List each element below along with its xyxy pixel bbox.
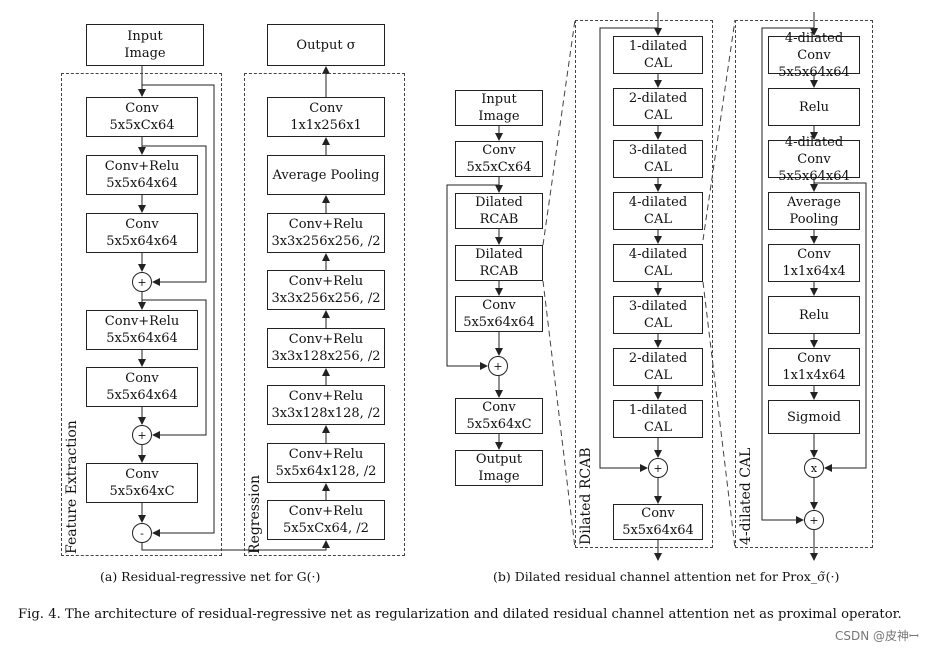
skip-cal-attention: [814, 182, 867, 472]
cal-block-2: Relu: [768, 88, 860, 126]
sum-node-2: +: [132, 425, 152, 445]
regression-label: Regression: [247, 474, 263, 554]
zoom-line-4: [702, 281, 736, 549]
cal-block-8: Sigmoid: [768, 400, 860, 434]
sum-node-1: +: [132, 272, 152, 292]
cal-multiply-node: x: [804, 458, 824, 478]
zoom-line-2: [542, 280, 576, 549]
skip-b: [446, 184, 499, 370]
zoom-line-3: [702, 19, 736, 241]
caption-a: (a) Residual-regressive net for G(·): [100, 569, 321, 584]
skip-global: [142, 84, 215, 537]
feature-extraction-label: Feature Extraction: [64, 420, 80, 554]
arrow-to-regression: [141, 540, 330, 551]
dilated-cal-group: [735, 20, 873, 548]
reg-block-2: Average Pooling: [267, 155, 385, 195]
caption-b: (b) Dilated residual channel attention n…: [493, 569, 840, 584]
dilated-rcab-group: [575, 20, 713, 548]
output-sigma-box: Output σ: [267, 24, 385, 66]
cal-sum-node: +: [804, 510, 824, 530]
zoom-line-1: [542, 19, 576, 246]
rcab-sum-node: +: [648, 458, 668, 478]
regression-group: [244, 73, 405, 556]
feature-extraction-group: [61, 73, 222, 556]
subtract-node: -: [132, 523, 152, 543]
watermark-text: CSDN @皮神ꟷ: [835, 629, 919, 643]
skip-fe-1: [142, 145, 207, 286]
dilated-rcab-label: Dilated RCAB: [578, 447, 594, 545]
skip-fe-2: [142, 299, 207, 439]
b-sum-node: +: [488, 356, 508, 376]
skip-rcab: [599, 27, 658, 472]
skip-cal: [761, 27, 814, 524]
figure-caption: Fig. 4. The architecture of residual-reg…: [18, 607, 902, 622]
cal-block-6: Relu: [768, 296, 860, 334]
input-image-box: Input Image: [86, 24, 204, 66]
dilated-cal-label: 4-dilated CAL: [738, 447, 754, 545]
